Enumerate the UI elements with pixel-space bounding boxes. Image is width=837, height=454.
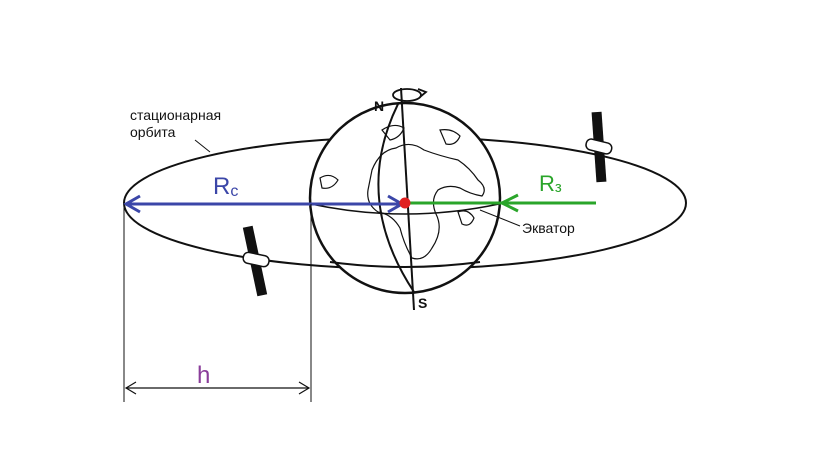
earth-radius-sub: з bbox=[555, 179, 562, 196]
earth-radius-main: R bbox=[539, 171, 555, 196]
orbit-label-line2: орбита bbox=[130, 124, 176, 140]
stationary-orbit-front bbox=[329, 261, 481, 268]
equator-label: Экватор bbox=[522, 220, 575, 236]
earth-radius-label: Rз bbox=[539, 171, 562, 196]
satellite-icon bbox=[585, 111, 613, 183]
south-label: S bbox=[418, 295, 427, 311]
orbit-leader-line bbox=[194, 139, 211, 153]
orbit-radius-sub: c bbox=[230, 183, 238, 200]
equator-leader-line bbox=[479, 209, 521, 227]
rotation-arrow-icon bbox=[392, 88, 428, 102]
orbit-label-line1: стационарная bbox=[130, 107, 221, 123]
earth-radius-arrow bbox=[410, 193, 596, 213]
earth-center-dot bbox=[399, 197, 411, 209]
satellite-icon bbox=[242, 225, 270, 297]
orbit-radius-main: R bbox=[213, 173, 230, 200]
orbit-radius-label: Rc bbox=[213, 173, 238, 200]
north-label: N bbox=[374, 98, 384, 114]
height-dimension bbox=[123, 204, 312, 402]
height-label: h bbox=[197, 362, 210, 389]
